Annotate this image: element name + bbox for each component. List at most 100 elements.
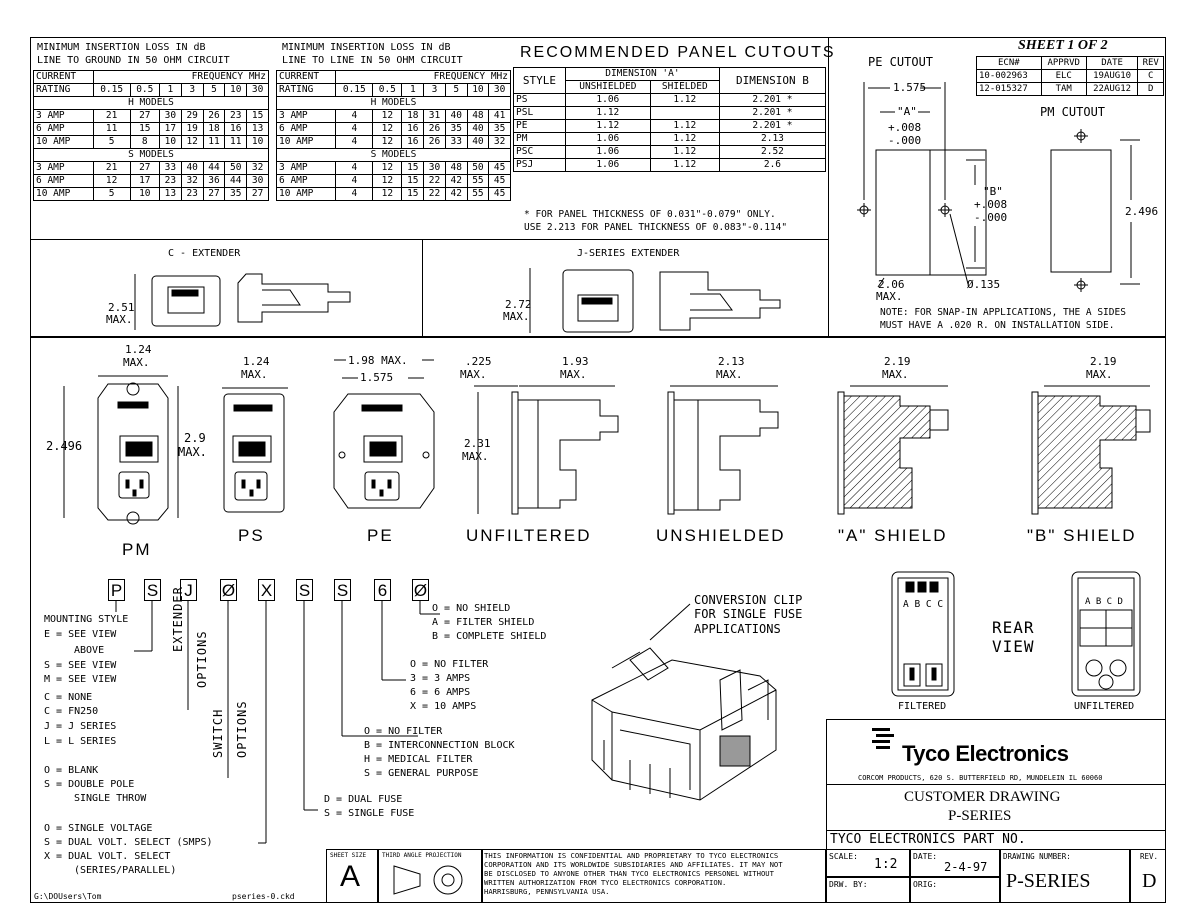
amps-10: X = 10 AMPS — [410, 701, 477, 712]
j-extender-title: J-SERIES EXTENDER — [577, 248, 680, 259]
scale-value: 1:2 — [874, 857, 898, 872]
loss-right-s-cell: 10 AMP — [275, 187, 337, 201]
orig-label: ORIG: — [913, 880, 938, 889]
title-rule-1 — [826, 784, 1166, 785]
mounting-e: E = SEE VIEW — [44, 629, 117, 640]
part-number-char: S — [334, 579, 351, 601]
amps-3: 3 = 3 AMPS — [410, 673, 471, 684]
loss-left-s-cell: 5 — [92, 187, 131, 201]
rear-filtered: FILTERED — [898, 701, 947, 712]
date-box — [910, 849, 1000, 877]
extender-fn250: C = FN250 — [44, 706, 99, 717]
loss-left-s-cell: 13 — [158, 187, 182, 201]
conversion-1: CONVERSION CLIP — [694, 593, 803, 607]
pe-width2: 1.575 — [360, 371, 394, 384]
switch-blank: O = BLANK — [44, 765, 99, 776]
snap-note-1: NOTE: FOR SNAP-IN APPLICATIONS, THE A SI… — [880, 307, 1126, 318]
freq-header: 5 — [444, 83, 468, 97]
unshielded-label: UNSHIELDED — [656, 526, 786, 545]
pe-cutout-title: PE CUTOUT — [868, 55, 934, 69]
loss-right-h-cell: 6 AMP — [275, 122, 337, 136]
loss-right-h-cell: 33 — [444, 135, 468, 149]
sheet-size-value: A — [340, 860, 361, 893]
amps-none: O = NO FILTER — [410, 659, 489, 670]
confidential-2: CORPORATION AND ITS WORLDWIDE SUBSIDIARI… — [484, 860, 783, 869]
footer-path: G:\DOUsers\Tom — [34, 892, 102, 901]
extender-panel — [30, 239, 828, 337]
drw-label: DRW. BY: — [829, 880, 868, 889]
unf-height: 2.31 — [464, 437, 491, 450]
rev-box — [1130, 849, 1166, 903]
extender-divider — [422, 239, 423, 337]
mounting-title: MOUNTING STYLE — [44, 614, 129, 625]
uns-width: 2.13 — [718, 355, 745, 368]
sheet-label: SHEET 1 OF 2 — [1018, 38, 1108, 53]
part-number-char: 6 — [374, 579, 391, 601]
loss-right-s-cell: 22 — [423, 174, 446, 188]
pm-height2-max: MAX. — [178, 445, 207, 459]
c-extender-dim: 2.51 — [108, 301, 135, 314]
confidential-5: HARRISBURG, PENNSYLVANIA USA. — [484, 887, 610, 896]
drawing-type: CUSTOMER DRAWING — [904, 789, 1061, 805]
conversion-2: FOR SINGLE FUSE — [694, 607, 803, 621]
dim-b-head: DIMENSION B — [718, 67, 827, 94]
ps-label: PS — [238, 526, 265, 545]
orig-box — [910, 877, 1000, 903]
freq-label: FREQUENCY MHz — [92, 70, 270, 84]
loss-left-s-cell: 27 — [202, 187, 226, 201]
part-number-char: Ø — [412, 579, 429, 601]
shield-complete: B = COMPLETE SHIELD — [432, 631, 547, 642]
pe-tol-b2: -.000 — [974, 211, 1008, 224]
loss-left-s-cell: 27 — [246, 187, 269, 201]
switch-double-pole: S = DOUBLE POLE — [44, 779, 135, 790]
loss-right-h-cell: 16 — [401, 135, 425, 149]
pe-tol-a1: +.008 — [888, 121, 922, 134]
mounting-m: M = SEE VIEW — [44, 674, 117, 685]
loss-left-h-cell: 10 — [246, 135, 269, 149]
revision-cell: D — [1137, 82, 1164, 96]
loss-right-s-cell: 12 — [372, 187, 403, 201]
title-rule-2 — [826, 830, 1166, 831]
rear-view-2: VIEW — [992, 637, 1035, 656]
cutout-cell: 1.06 — [564, 158, 651, 172]
bsh-width: 2.19 — [1090, 355, 1117, 368]
ash-width-max: MAX. — [882, 368, 909, 381]
drawing-number-value: P-SERIES — [1006, 870, 1091, 892]
freq-label-r: FREQUENCY MHz — [335, 70, 511, 84]
projection-symbol-icon — [393, 865, 463, 895]
fuse-dual: D = DUAL FUSE — [324, 794, 403, 805]
cutout-cell: 2.6 — [718, 158, 827, 172]
pm-width: 1.24 — [125, 343, 152, 356]
cutouts-table: STYLE DIMENSION 'A' DIMENSION B UNSHIELD… — [513, 67, 827, 172]
part-number-char: S — [296, 579, 313, 601]
conversion-3: APPLICATIONS — [694, 622, 781, 636]
revision-cell: 22AUG12 — [1085, 82, 1139, 96]
pe-dim-a: "A" — [897, 105, 917, 118]
amps-6: 6 = 6 AMPS — [410, 687, 471, 698]
voltage-smps: S = DUAL VOLT. SELECT (SMPS) — [44, 837, 213, 848]
company-address: CORCOM PRODUCTS, 620 S. BUTTERFIELD RD, … — [858, 774, 1103, 782]
j-extender-dim: 2.72 — [505, 298, 532, 311]
projection-label: THIRD ANGLE PROJECTION — [382, 852, 462, 859]
part-number-char: Ø — [220, 579, 237, 601]
ps-width-max: MAX. — [241, 368, 268, 381]
unf-height-max: MAX. — [462, 450, 489, 463]
pe-dim-b: "B" — [983, 185, 1003, 198]
loss-right-s-cell: 45 — [488, 161, 511, 175]
bsh-width-max: MAX. — [1086, 368, 1113, 381]
filter-block: B = INTERCONNECTION BLOCK — [364, 740, 515, 751]
loss-right-s-cell: 12 — [372, 161, 403, 175]
scale-label: SCALE: — [829, 852, 858, 861]
mounting-above: ABOVE — [74, 645, 105, 656]
a-shield-label: "A" SHIELD — [838, 526, 948, 545]
pe-pm-cutout-panel — [828, 37, 1166, 337]
